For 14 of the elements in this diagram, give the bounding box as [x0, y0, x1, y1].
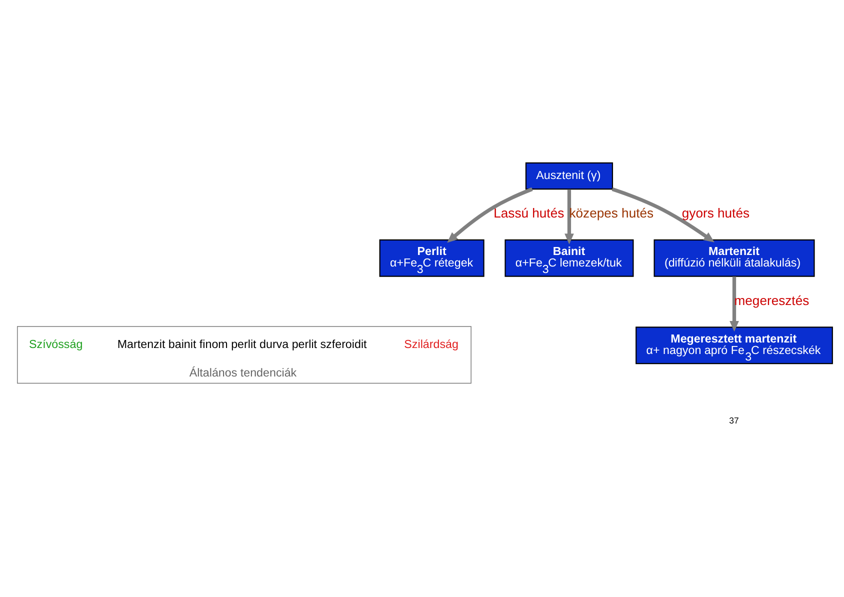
label: 37 [729, 415, 739, 426]
edge-label: Lassú hutés [494, 206, 564, 221]
node-text: Szilárdság [404, 338, 458, 352]
arrow [612, 187, 714, 242]
edge-label: gyors hutés [682, 206, 750, 221]
arrow [447, 187, 533, 243]
arrow [564, 189, 574, 244]
node-text: Szívósság [29, 338, 83, 352]
arrow [730, 276, 739, 332]
node-box: Martenzit (diffúzió nélküli átalakulás) [654, 239, 815, 277]
edge-label: közepes hutés [569, 206, 654, 221]
node-text: Martenzit bainit finom perlit durva perlit szferoidit [117, 338, 367, 352]
edge-label: megeresztés [734, 292, 810, 308]
node-box: Ausztenit (γ) [525, 162, 614, 190]
